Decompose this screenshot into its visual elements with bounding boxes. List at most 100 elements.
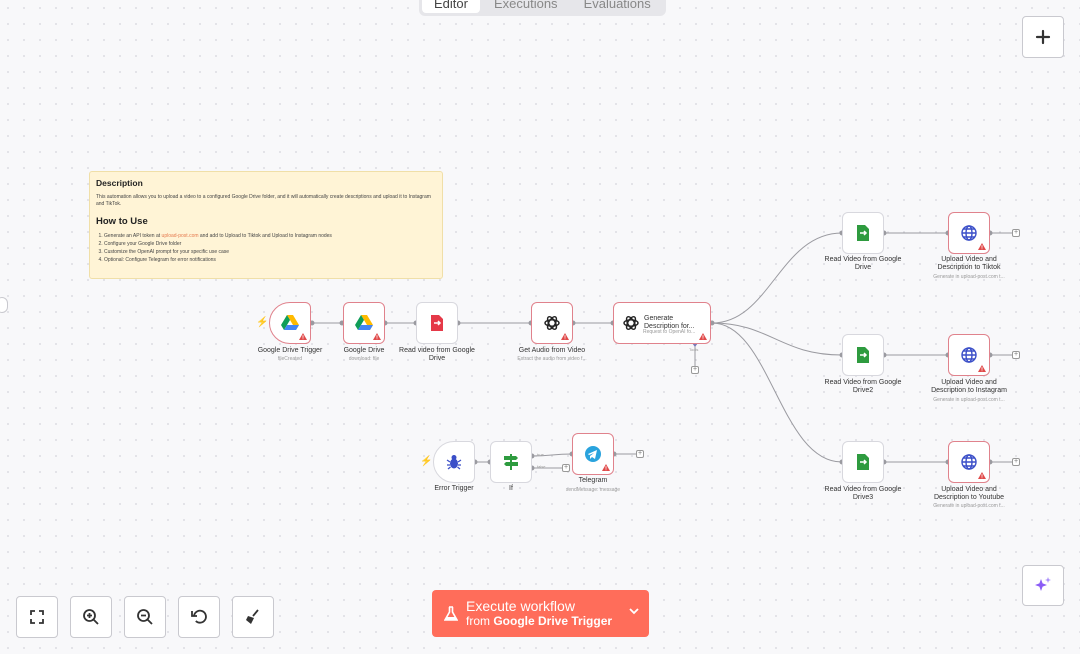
node-label: Telegram [578, 477, 608, 484]
execute-label: Execute workflow [466, 598, 575, 614]
undo-icon [191, 609, 207, 624]
node-telegram[interactable] [572, 433, 614, 475]
zoom-in-button[interactable] [70, 596, 112, 638]
warning-icon [978, 472, 986, 479]
node-label: Google Drive Trigger [257, 347, 323, 354]
sticky-step: Configure your Google Drive folder [104, 240, 436, 248]
bug-icon [446, 455, 462, 470]
zoom-in-icon [83, 609, 99, 625]
read-file-icon [857, 347, 869, 363]
zoom-out-icon [137, 609, 153, 625]
warning-icon [299, 333, 307, 340]
step-text: Generate an API token at [104, 233, 162, 239]
tab-editor[interactable]: Editor [422, 0, 480, 13]
node-read-video[interactable] [416, 302, 458, 344]
sticky-step: Customize the OpenAI prompt for your spe… [104, 248, 436, 256]
node-read-video-instagram[interactable] [842, 334, 884, 376]
node-if[interactable] [490, 441, 532, 483]
node-subtitle: Generate in upload-post.com t... [933, 503, 1005, 509]
openai-icon [623, 316, 639, 330]
node-label: Upload Video and Description to Tiktok [937, 256, 1001, 271]
google-drive-icon [355, 315, 373, 330]
node-label: Read video from Google Drive [399, 347, 475, 362]
node-upload-instagram[interactable] [948, 334, 990, 376]
signpost-icon [504, 454, 518, 470]
node-label: Upload Video and Description to Youtube [933, 486, 1005, 501]
execute-workflow-button[interactable]: Execute workflow from Google Drive Trigg… [432, 590, 649, 637]
add-false-branch-button[interactable]: + [562, 464, 570, 472]
node-label: Read Video from Google Drive3 [824, 486, 902, 501]
node-read-video-youtube[interactable] [842, 441, 884, 483]
if-false-output-label: false [537, 464, 546, 469]
add-next-node-button[interactable]: + [636, 450, 644, 458]
reset-zoom-button[interactable] [178, 596, 220, 638]
sticky-title: Description [96, 178, 143, 188]
warning-icon [602, 464, 610, 471]
if-true-output-label: true [537, 452, 544, 457]
node-subtitle: sendMessage: message [565, 487, 621, 493]
node-label: Read Video from Google Drive2 [824, 379, 902, 394]
tab-executions[interactable]: Executions [493, 0, 558, 11]
read-file-icon [857, 454, 869, 470]
view-tabs: Editor Executions Evaluations [419, 0, 666, 16]
node-label: Read Video from Google Drive [824, 256, 902, 271]
node-subtitle: Extract the audio from video f... [517, 356, 587, 362]
sticky-step: Generate an API token at upload-post.com… [104, 232, 436, 240]
globe-icon [961, 347, 977, 363]
sticky-steps: Generate an API token at upload-post.com… [96, 232, 436, 264]
side-panel-handle[interactable] [0, 297, 8, 313]
add-next-node-button[interactable]: + [1012, 458, 1020, 466]
node-label: Generate Description for... [644, 315, 695, 330]
warning-icon [978, 365, 986, 372]
node-error-trigger[interactable] [433, 441, 475, 483]
node-subtitle: Generate in upload-post.com t... [933, 274, 1005, 280]
node-subtitle: Generate in upload-post.com t... [933, 397, 1005, 403]
tab-evaluations[interactable]: Evaluations [583, 0, 651, 11]
add-next-node-button[interactable]: + [1012, 229, 1020, 237]
trigger-bolt-icon: ⚡ [256, 317, 269, 328]
google-drive-icon [281, 315, 299, 330]
fullscreen-icon [30, 610, 44, 624]
node-label: Error Trigger [434, 485, 474, 492]
sticky-how-title: How to Use [96, 216, 148, 227]
sparkle-icon [1035, 576, 1051, 591]
node-subtitle: download: file [348, 356, 380, 362]
warning-icon [561, 333, 569, 340]
chevron-down-icon[interactable] [629, 607, 639, 615]
ai-assistant-button[interactable] [1022, 565, 1064, 606]
fit-view-button[interactable] [16, 596, 58, 638]
add-node-button[interactable] [1022, 16, 1064, 58]
read-file-icon [431, 315, 443, 331]
upload-post-link[interactable]: upload-post.com [161, 233, 199, 239]
execute-prefix: from [466, 614, 494, 628]
execute-trigger-name: Google Drive Trigger [493, 614, 613, 628]
node-google-drive[interactable] [343, 302, 385, 344]
node-generate-description[interactable]: Generate Description for... [613, 302, 711, 344]
node-google-drive-trigger[interactable] [269, 302, 311, 344]
globe-icon [961, 225, 977, 241]
add-tool-button[interactable]: + [691, 366, 699, 374]
step-text: and add to Upload to Tiktok and Upload t… [198, 233, 332, 239]
execute-sublabel: from Google Drive Trigger [466, 614, 612, 629]
flask-icon [444, 605, 458, 621]
sticky-step: Optional: Configure Telegram for error n… [104, 256, 436, 264]
node-upload-tiktok[interactable] [948, 212, 990, 254]
node-label: Get Audio from Video [518, 347, 586, 354]
warning-icon [373, 333, 381, 340]
sticky-description: This automation allows you to upload a v… [96, 194, 431, 207]
add-next-node-button[interactable]: + [1012, 351, 1020, 359]
node-label: Google Drive [343, 347, 385, 354]
telegram-icon [585, 446, 601, 462]
tools-connector-label: Tools [689, 347, 699, 352]
zoom-out-button[interactable] [124, 596, 166, 638]
node-upload-youtube[interactable] [948, 441, 990, 483]
openai-icon [544, 316, 560, 330]
node-subtitle: Request to OpenAI fo... [643, 329, 696, 335]
sticky-note[interactable]: Description This automation allows you t… [89, 171, 443, 279]
node-get-audio[interactable] [531, 302, 573, 344]
node-read-video-tiktok[interactable] [842, 212, 884, 254]
node-label: Upload Video and Description to Instagra… [931, 379, 1007, 394]
tidy-up-button[interactable] [232, 596, 274, 638]
trigger-bolt-icon: ⚡ [420, 456, 433, 467]
broom-icon [246, 609, 259, 624]
